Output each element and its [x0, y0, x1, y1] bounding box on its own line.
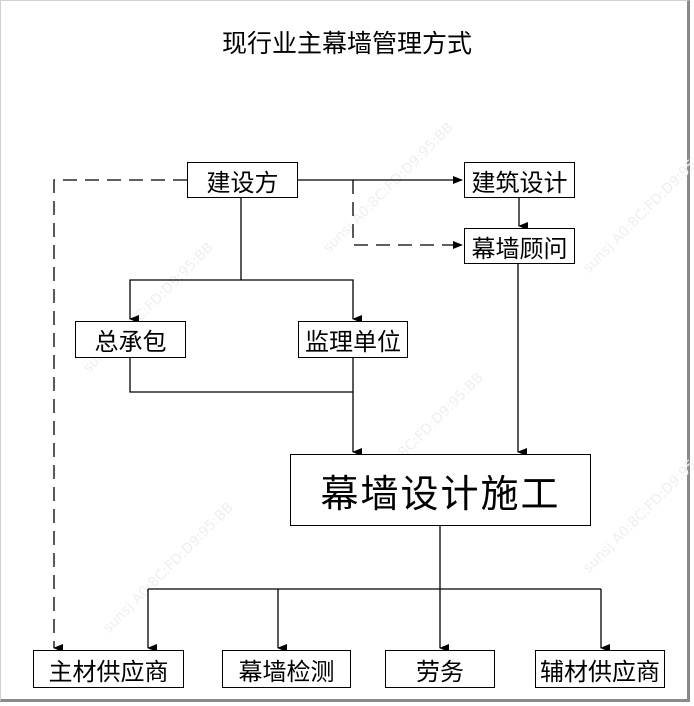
node-curtain-wall-testing: 幕墙检测: [222, 650, 351, 688]
node-main-material-supplier: 主材供应商: [33, 650, 184, 688]
node-labor: 劳务: [385, 650, 495, 688]
node-architectural-design: 建筑设计: [464, 162, 575, 198]
node-general-contractor: 总承包: [75, 321, 186, 358]
edge-owner-to-supervision: [241, 279, 362, 323]
node-curtain-wall-design-construction: 幕墙设计施工: [290, 454, 591, 526]
edge-owner-to-main-supplier: [53, 179, 187, 652]
edge-general-contractor-merge: [129, 357, 353, 393]
diagram-title: 现行业主幕墙管理方式: [221, 29, 472, 58]
edge-owner-to-consultant: [352, 180, 463, 249]
node-owner: 建设方: [187, 162, 298, 198]
edge-owner-to-general-contractor: [129, 279, 241, 323]
node-curtain-wall-consultant: 幕墙顾问: [464, 228, 575, 264]
node-supervision-unit: 监理单位: [298, 321, 408, 358]
node-auxiliary-material-supplier: 辅材供应商: [535, 650, 665, 688]
